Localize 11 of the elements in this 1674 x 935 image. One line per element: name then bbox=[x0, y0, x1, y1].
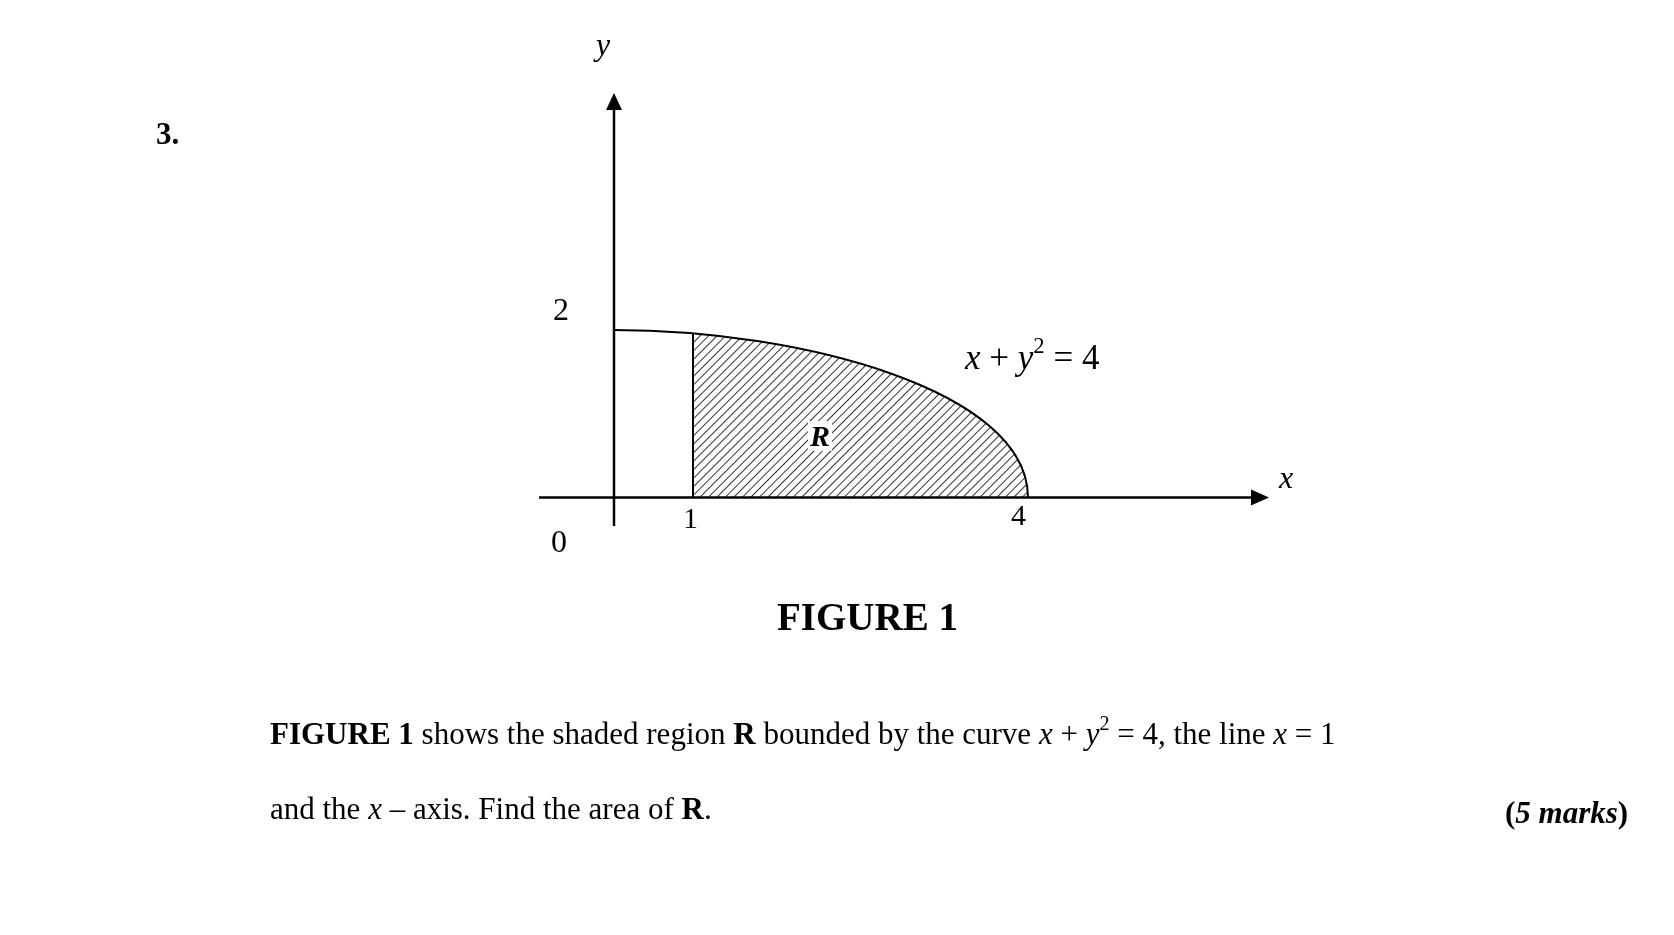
tick-label: 1 bbox=[683, 503, 698, 533]
question-text: FIGURE 1 shows the shaded region R bounded by the curve x + y$^{2}$ = 4, the line x = 1 and the x – axis. Find the area of R. bbox=[270, 710, 1337, 828]
curve-equation: x + y$^{2}$ = 4 bbox=[965, 340, 1100, 375]
axis-label: x bbox=[1279, 461, 1294, 493]
tick-label: 4 bbox=[1011, 500, 1026, 530]
marks-label: (5 marks) bbox=[1505, 797, 1629, 828]
region-label: R bbox=[808, 421, 832, 451]
figure-caption: FIGURE 1 bbox=[777, 597, 958, 636]
tick-label: 0 bbox=[551, 525, 567, 557]
tick-label: 2 bbox=[553, 293, 569, 325]
question-number: 3. bbox=[156, 118, 180, 149]
